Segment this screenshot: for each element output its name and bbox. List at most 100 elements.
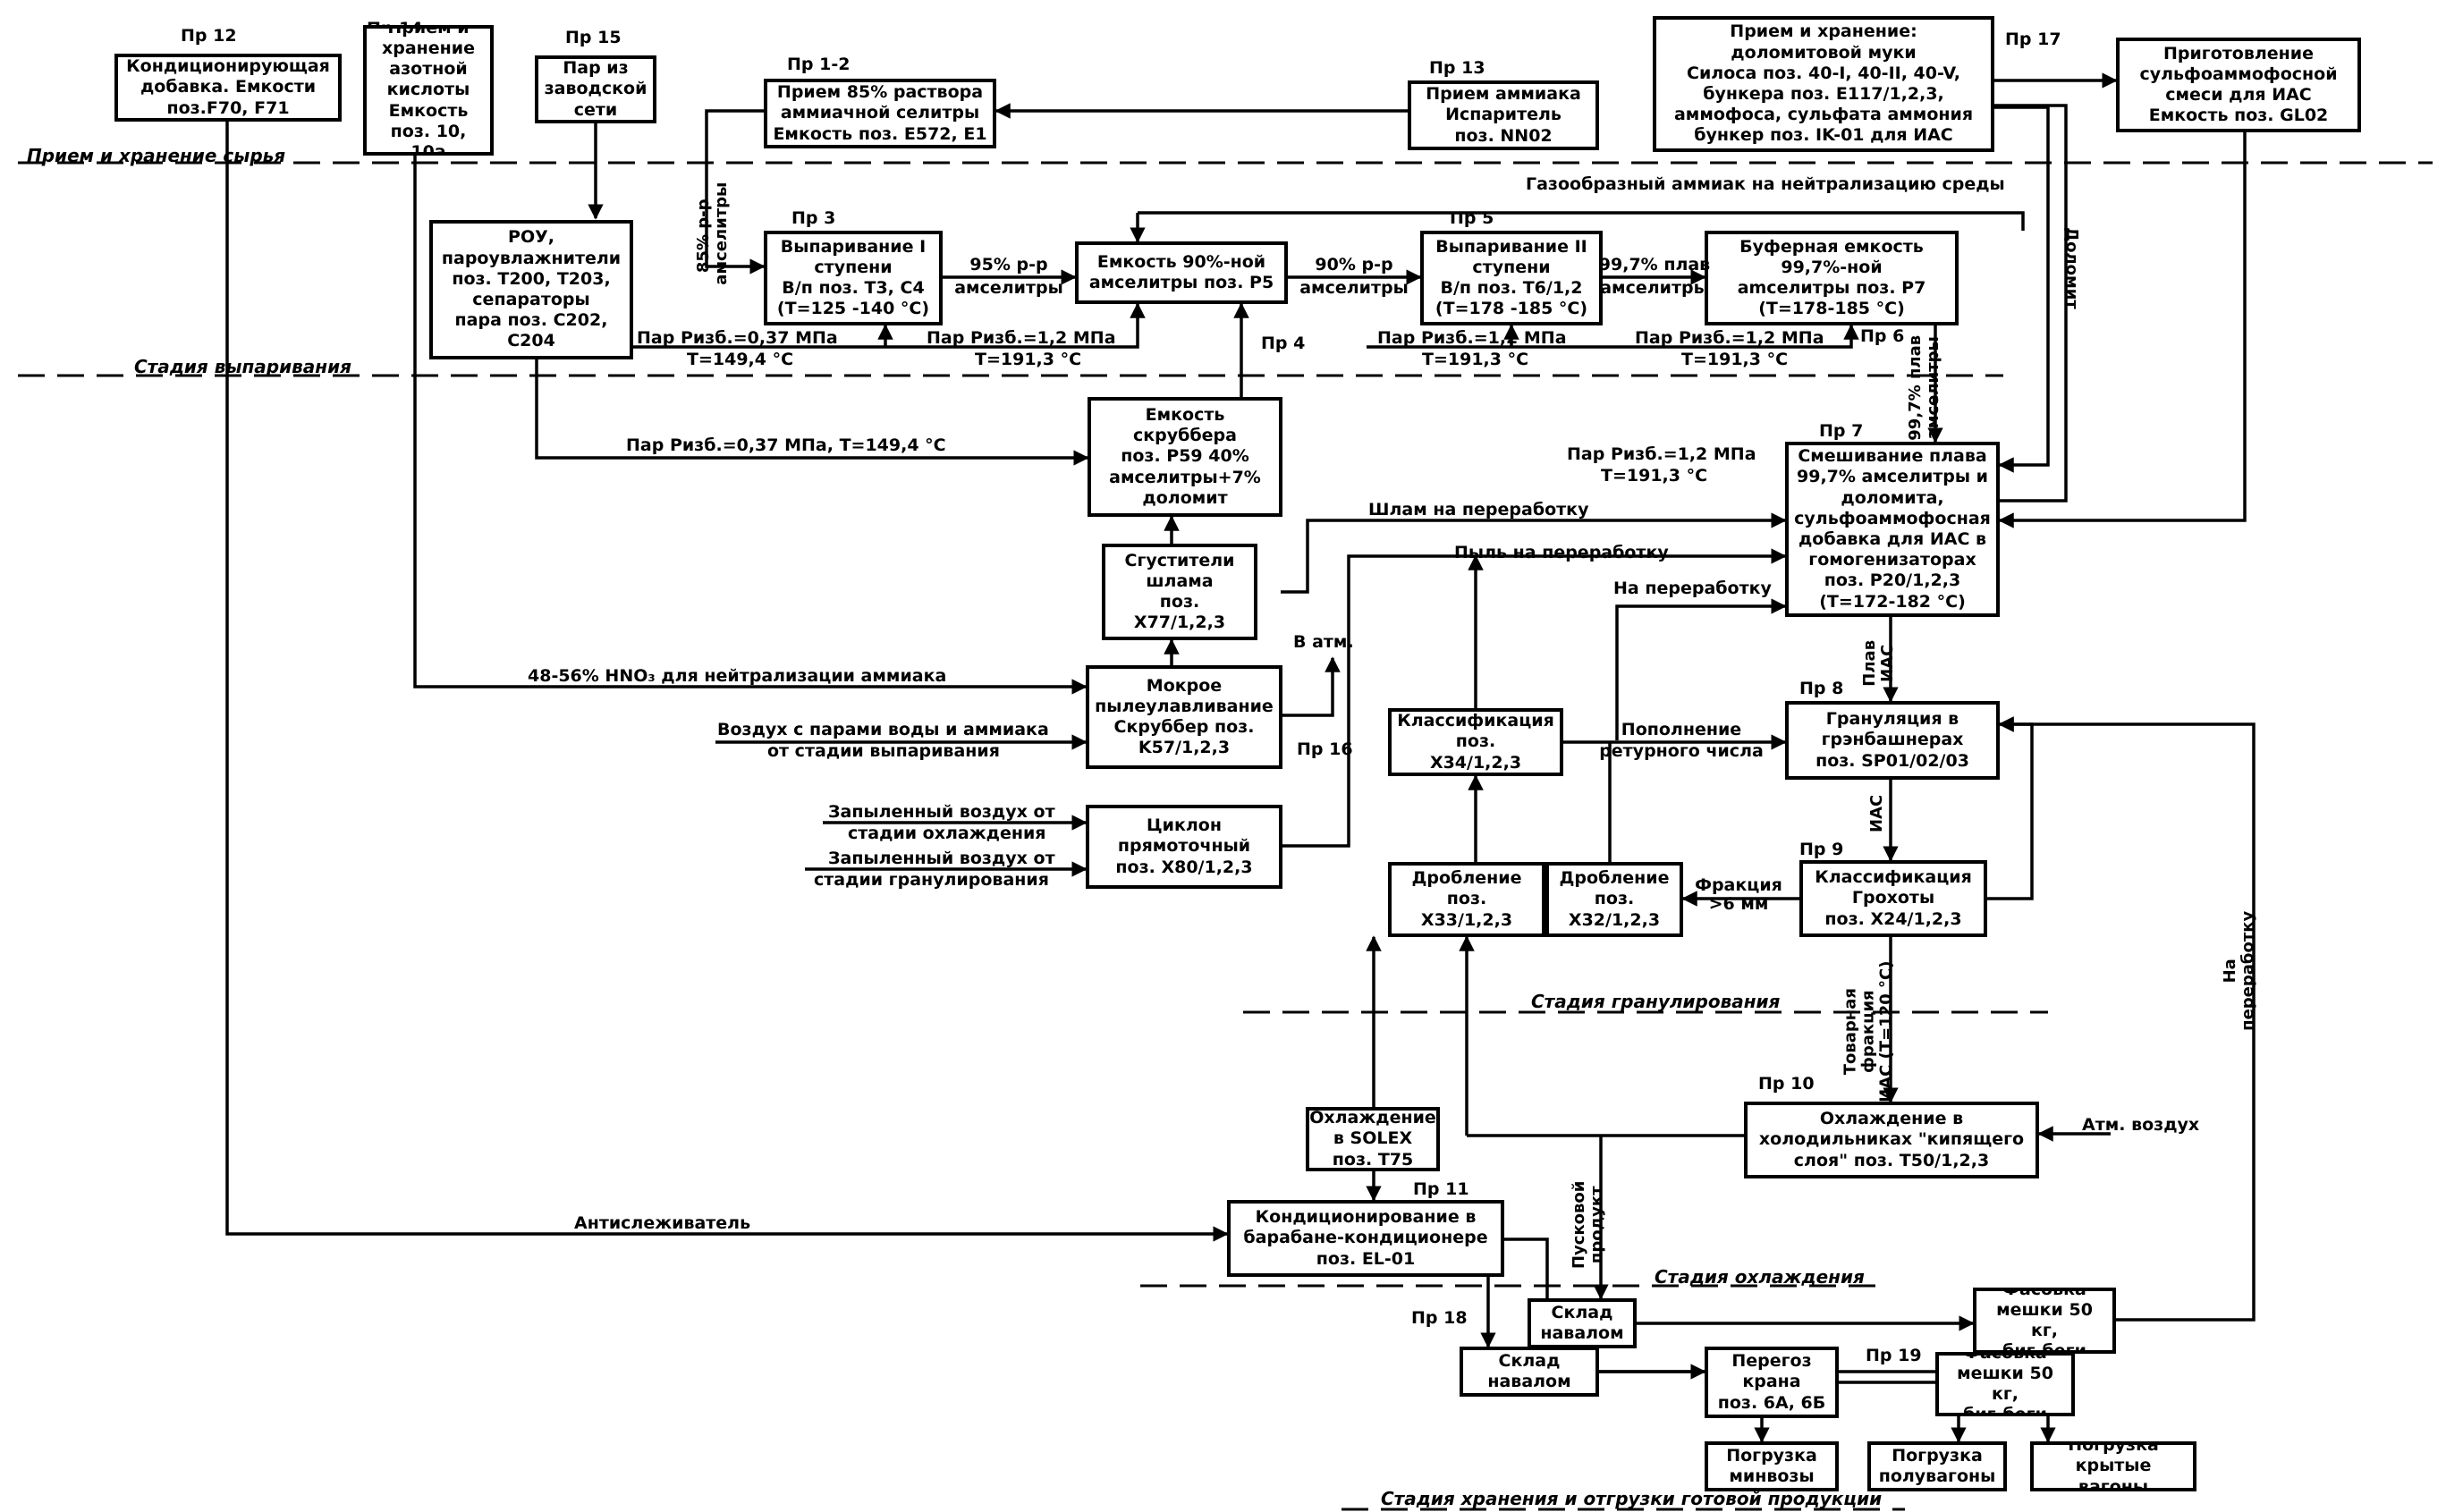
label-replenish-1: Пополнение — [1621, 720, 1742, 739]
box-loading-gondola: Погрузка полувагоны — [1867, 1441, 2007, 1491]
tag-p9: Пр 9 — [1799, 840, 1844, 859]
box-evaporation-stage1: Выпаривание I ступени В/п поз. T3, C4 (T… — [764, 231, 943, 325]
label-steam037-a: Пар Ризб.=0,37 МПа — [637, 328, 838, 348]
tag-p10: Пр 10 — [1758, 1074, 1815, 1094]
tag-p11: Пр 11 — [1413, 1179, 1469, 1199]
label-v-dolomite: Доломит — [2061, 227, 2081, 309]
label-melt997: 99,7% плав — [1598, 255, 1711, 275]
box-classification-x24: Классификация Грохоты поз. X24/1,2,3 — [1799, 860, 1987, 937]
flow-connector — [633, 302, 1146, 349]
flow-connector — [413, 156, 1088, 695]
box-rou: РОУ, пароувлажнители поз. T200, T203, се… — [429, 220, 633, 359]
label-t1913-b: Т=191,3 °С — [1422, 350, 1529, 369]
label-atm-air: Атм. воздух — [2082, 1115, 2200, 1135]
label-t1913-a: Т=191,3 °С — [975, 350, 1082, 369]
label-dusty-cool-2: стадии охлаждения — [848, 824, 1046, 843]
tag-p8: Пр 8 — [1799, 679, 1844, 698]
stage-evaporation: Стадия выпаривания — [134, 356, 351, 377]
flow-connector — [1282, 548, 1787, 848]
box-conditioner-additive: Кондиционирующая добавка. Емкости поз.F7… — [114, 54, 342, 122]
box-plant-steam: Пар из заводской сети — [535, 55, 656, 123]
label-sol90: 90% р-р — [1315, 255, 1393, 275]
tag-p1-2: Пр 1-2 — [787, 55, 851, 74]
label-v-melt-ias: Плав ИАС — [1860, 639, 1897, 687]
label-v-melt997: 99,7% плав амселитры — [1906, 334, 1942, 441]
flow-connector — [1281, 512, 1787, 594]
label-dusty-cool-1: Запыленный воздух от — [828, 802, 1055, 822]
flow-connector — [535, 359, 1089, 466]
label-anticaking: Антислеживатель — [574, 1213, 751, 1233]
flow-connector — [1615, 598, 1787, 740]
label-dusty-gran-1: Запыленный воздух от — [828, 849, 1055, 868]
label-air-vapor-1: Воздух с парами воды и аммиака — [717, 720, 1049, 739]
label-t1913-d: Т=191,3 °С — [1601, 466, 1708, 486]
label-t1494-a: Т=149,4 °С — [687, 350, 794, 369]
box-nitric-acid-storage: Прием и хранение азотной кислоты Емкость… — [363, 25, 494, 156]
tag-p13: Пр 13 — [1429, 58, 1485, 78]
label-t1913-c: Т=191,3 °С — [1681, 350, 1789, 369]
label-v-to-processing: На переработку — [2221, 910, 2257, 1031]
box-tank-90: Емкость 90%-ной амселитры поз. P5 — [1075, 241, 1288, 304]
box-loading-trucks: Погрузка минвозы — [1705, 1441, 1839, 1491]
tag-p17: Пр 17 — [2005, 30, 2061, 49]
box-packing-2: Фасовка мешки 50 кг, биг-беги — [1935, 1352, 2075, 1416]
flow-connector — [1367, 324, 1859, 349]
box-cyclone: Циклон прямоточный поз. X80/1,2,3 — [1086, 805, 1282, 889]
box-crushing-x32: Дробление поз. X32/1,2,3 — [1545, 862, 1683, 937]
box-dolomite-storage: Прием и хранение: доломитовой муки Силос… — [1653, 16, 1994, 152]
stage-granulation: Стадия гранулирования — [1531, 991, 1781, 1012]
box-classification-x34: Классификация поз. X34/1,2,3 — [1388, 708, 1563, 776]
tag-p6: Пр 6 — [1860, 326, 1905, 346]
stage-storage: Стадия хранения и отгрузки готовой проду… — [1381, 1488, 1883, 1509]
label-dust: Пыль на переработку — [1454, 543, 1669, 562]
label-air-vapor-2: от стадии выпаривания — [767, 741, 1000, 761]
label-v-ias: ИАС — [1867, 794, 1887, 833]
label-steam12-a: Пар Ризб.=1,2 МПа — [927, 328, 1116, 348]
box-wet-dust-collection: Мокрое пылеулавливание Скруббер поз. K57… — [1086, 665, 1282, 769]
flow-connector — [1998, 716, 2256, 1322]
box-packing-1: Фасовка мешки 50 кг, биг-беги — [1973, 1288, 2116, 1354]
box-buffer-tank: Буферная емкость 99,7%-ной amселитры поз… — [1705, 231, 1959, 325]
flow-connector — [1138, 211, 2025, 231]
box-sulfo-mix: Приготовление сульфоаммофосной смеси для… — [2116, 38, 2361, 132]
flow-connector — [705, 109, 766, 275]
tag-p3: Пр 3 — [791, 208, 836, 228]
tag-p15: Пр 15 — [565, 28, 622, 47]
flow-connector — [1504, 1237, 1549, 1298]
label-to-processing: На переработку — [1613, 579, 1772, 598]
label-steam12-c: Пар Ризб.=1,2 МПа — [1635, 328, 1824, 348]
label-fraction: Фракция >6 мм — [1695, 875, 1782, 914]
box-evaporation-stage2: Выпаривание II ступени В/п поз. T6/1,2 (… — [1420, 231, 1603, 325]
tag-p7: Пр 7 — [1819, 421, 1864, 441]
label-v-commodity: Товарная фракция ИАС (T=120 °C) — [1841, 960, 1895, 1102]
label-replenish-2: ретурного числа — [1599, 741, 1764, 761]
label-amselitry-c: амселитры — [1600, 278, 1709, 298]
flow-connector — [1998, 132, 2247, 528]
label-sol95: 95% р-р — [969, 255, 1048, 275]
box-bulk-store-2: Склад навалом — [1460, 1347, 1599, 1397]
tag-p16: Пр 16 — [1297, 739, 1353, 759]
label-steam12-b: Пар Ризб.=1,2 МПа — [1377, 328, 1567, 348]
box-mixing: Смешивание плава 99,7% амселитры и долом… — [1785, 442, 2000, 617]
box-ammonia-receive: Прием аммиака Испаритель поз. NN02 — [1408, 80, 1599, 150]
tag-p18: Пр 18 — [1411, 1308, 1468, 1328]
box-crushing-x33: Дробление поз. X33/1,2,3 — [1388, 862, 1545, 937]
tag-p5: Пр 5 — [1450, 208, 1494, 228]
label-steam037-b: Пар Ризб.=0,37 МПа, Т=149,4 °С — [626, 435, 946, 455]
tag-p4: Пр 4 — [1261, 334, 1306, 353]
tag-p19: Пр 19 — [1866, 1346, 1922, 1365]
box-granulation: Грануляция в грэнбашнерах поз. SP01/02/0… — [1785, 701, 2000, 780]
label-amselitry-b: амселитры — [1299, 278, 1409, 298]
label-amselitry-a: амселитры — [954, 278, 1063, 298]
box-receive-85-solution: Прием 85% раствора аммиачной селитры Емк… — [764, 79, 996, 148]
tag-p12: Пр 12 — [181, 26, 237, 46]
box-conditioning-drum: Кондиционирование в барабане-кондиционер… — [1227, 1200, 1504, 1277]
label-steam12-d: Пар Ризб.=1,2 МПа — [1567, 444, 1756, 464]
box-sludge-thickeners: Сгустители шлама поз. X77/1,2,3 — [1102, 544, 1257, 640]
label-v-sol85: 85% р-р амселитры — [694, 182, 731, 285]
box-solex-cooling: Охлаждение в SOLEX поз. T75 — [1306, 1107, 1440, 1171]
box-scrubber-tank: Емкость скруббера поз. P59 40% амселитры… — [1088, 397, 1282, 517]
box-loading-covered: Погрузка крытые вагоны — [2030, 1441, 2196, 1491]
